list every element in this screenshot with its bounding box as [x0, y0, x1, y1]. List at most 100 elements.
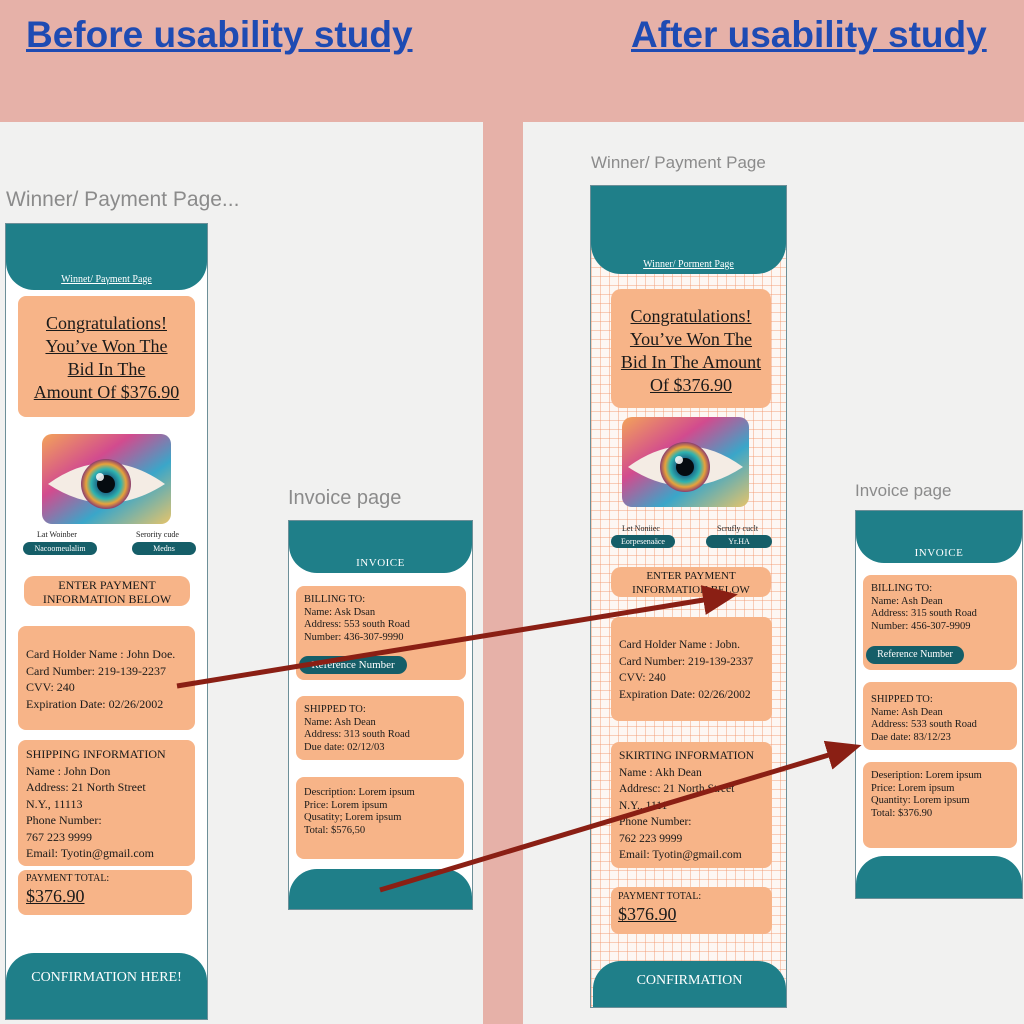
shipping-city: N.Y., 11113	[26, 796, 83, 811]
security-code-label: Scrufly cuclt	[717, 524, 759, 533]
congrats-line: You’ve Won The	[629, 329, 753, 349]
winner-header: Winnet/ Paγment Page	[6, 224, 207, 290]
billing-number: Number: 456-307-9909	[871, 620, 971, 632]
eye-image	[42, 434, 171, 524]
card-expiration: Expiration Date: 02/26/2002	[26, 696, 164, 711]
invoice-header: INVOICE	[289, 521, 472, 573]
confirmation-line: HERE!	[140, 970, 182, 985]
quantity-line: Quantity: Lorem ipsum	[871, 795, 970, 806]
reference-number-button[interactable]: Reference Number	[299, 656, 407, 674]
price-line: Price: Lorem ipsum	[871, 782, 955, 794]
card-number: Card Number: 219-139-2237	[26, 663, 166, 678]
billing-number: Number: 436-307-9990	[304, 631, 404, 643]
shipping-name: Name : John Don	[26, 763, 111, 778]
billing-title: BILLING TO:	[304, 594, 366, 605]
shipping-name: Name : Akh Dean	[619, 766, 702, 779]
confirmation-button[interactable]: CONFIRMATION	[593, 961, 786, 1007]
reference-number-button[interactable]: Reference Number	[866, 646, 964, 664]
billing-title: BILLING TO:	[871, 583, 933, 594]
before-winner-caption: Winner/ Payment Page...	[6, 188, 240, 211]
payment-total-label: PAYMENT TOTAL:	[26, 873, 110, 884]
billing-name: Name: Ask Dsan	[304, 606, 376, 618]
shipping-title: SHIPPING INFORMATION	[26, 747, 166, 761]
shipped-name: Name: Ash Dean	[871, 706, 943, 718]
confirmation-line: CONFIRMATION	[636, 973, 743, 988]
description-line: Deseription: Lorem ipsum	[871, 770, 982, 781]
after-invoice-caption: Invoice page	[855, 481, 952, 500]
enter-payment-banner: ENTER PAYMENT INFORMATION BELOW	[611, 567, 771, 597]
winner-header-link[interactable]: Winner/ Porment Page	[643, 259, 734, 270]
invoice-footer	[289, 869, 472, 909]
after-winner-caption: Winner/ Payment Page	[591, 153, 766, 172]
shipped-card: SHIPPED TO: Name: Ash Dean Address: 313 …	[296, 696, 464, 760]
congrats-line: You’ve Won The	[45, 336, 168, 356]
payment-total-card: PAYMENT TOTAL: $376.90	[611, 887, 772, 934]
winner-header-link[interactable]: Winnet/ Paγment Page	[61, 274, 152, 285]
confirmation-line: CONFIRMATION	[31, 970, 138, 985]
security-code-field[interactable]: Medns	[132, 542, 196, 555]
enter-payment-line: INFORMATION BELOW	[42, 592, 172, 606]
eye-image	[622, 417, 749, 507]
shipping-email: Email: Tyotin@gmail.com	[26, 846, 154, 860]
shipping-info-card: SHIPPING INFORMATION Name : John Don Add…	[18, 740, 195, 866]
shipping-phone-label: Phone Number:	[26, 813, 102, 827]
shipping-city: N.Y., 1111	[619, 799, 668, 812]
shipped-due-date: Due date: 02/12/03	[304, 741, 385, 753]
confirmation-button[interactable]: CONFIRMATION HERE!	[6, 953, 207, 1019]
description-card: Description: Lorem ipsum Price: Lorem ip…	[296, 777, 464, 859]
card-holder-name: Card Holder Name : John Doe.	[26, 647, 176, 661]
shipped-name: Name: Ash Dean	[304, 716, 376, 728]
shipping-email: Email: Tyotin@gmail.com	[619, 849, 742, 861]
payment-total-label: PAYMENT TOTAL:	[618, 891, 702, 902]
enter-payment-line: INFORMATION BELOW	[632, 584, 750, 596]
congrats-card: Congratulations! You’ve Won The Bid In T…	[611, 289, 771, 408]
security-code-field[interactable]: Yr.HA	[706, 535, 772, 548]
congrats-line: Of $376.90	[650, 375, 732, 395]
quantity-line: Qusatity; Lorem ipsum	[304, 812, 402, 823]
card-info-card: Card Holder Name : Jobn. Card Number: 21…	[611, 617, 772, 721]
shipped-address: Address: 533 south Road	[871, 719, 977, 730]
shipping-title: SKIRTING INFORMATION	[619, 750, 755, 762]
shipped-title: SHIPPED TO:	[871, 694, 933, 705]
lot-number-field[interactable]: Nacoomeulalim	[23, 542, 97, 555]
card-holder-name: Card Holder Name : Jobn.	[619, 639, 741, 651]
shipping-info-card: SKIRTING INFORMATION Name : Akh Dean Add…	[611, 742, 772, 868]
shipping-phone: 767 223 9999	[26, 829, 92, 844]
card-info-card: Card Holder Name : John Doe. Card Number…	[18, 626, 195, 730]
shipping-phone: 762 223 9999	[619, 832, 683, 845]
after-heading: After usability study	[631, 14, 987, 55]
congrats-line: Amount Of $376.90	[33, 382, 180, 402]
payment-total-value: $376.90	[618, 904, 677, 924]
shipped-title: SHIPPED TO:	[304, 704, 366, 715]
total-line: Total: $376.90	[871, 807, 933, 819]
shipping-address: Addresc: 21 North Street	[619, 783, 735, 795]
enter-payment-line: ENTER PAYMENT	[646, 570, 736, 582]
billing-address: Address: 315 south Road	[871, 608, 977, 619]
congrats-line: Congratulations!	[630, 306, 752, 326]
billing-name: Name: Ash Dean	[871, 595, 943, 607]
shipping-address: Address: 21 North Street	[26, 780, 146, 794]
security-code-label: Serority cude	[136, 530, 179, 539]
card-expiration: Expiration Date: 02/26/2002	[619, 688, 751, 701]
enter-payment-banner: ENTER PAYMENT INFORMATION BELOW	[24, 576, 190, 606]
winner-header: Winner/ Porment Page	[591, 186, 786, 274]
payment-total-value: $376.90	[26, 886, 85, 906]
description-card: Deseription: Lorem ipsum Price: Lorem ip…	[863, 762, 1017, 848]
invoice-title: INVOICE	[914, 547, 964, 559]
invoice-footer	[856, 856, 1022, 898]
payment-total-card: PAYMENT TOTAL: $376.90	[18, 870, 192, 915]
after-invoice-phone: INVOICE BILLING TO: Name: Ash Dean Addre…	[855, 510, 1023, 899]
lot-number-field[interactable]: Eorpesenaäce	[611, 535, 675, 548]
before-invoice-caption: Invoice page	[288, 487, 402, 509]
total-line: Total: $576,50	[304, 824, 366, 836]
billing-address: Address: 553 south Road	[304, 619, 410, 630]
enter-payment-line: ENTER PAYMENT	[58, 578, 156, 592]
after-winner-phone: Winner/ Porment Page Congratulations! Yo…	[590, 185, 787, 1008]
card-cvv: CVV: 240	[26, 680, 75, 694]
card-number: Card Number: 219-139-2337	[619, 655, 754, 668]
congrats-line: Bid In The Amount	[620, 352, 762, 372]
congrats-line: Congratulations!	[46, 313, 167, 333]
shipping-phone-label: Phone Number:	[619, 816, 692, 828]
invoice-header: INVOICE	[856, 511, 1022, 563]
card-cvv: CVV: 240	[619, 672, 666, 684]
